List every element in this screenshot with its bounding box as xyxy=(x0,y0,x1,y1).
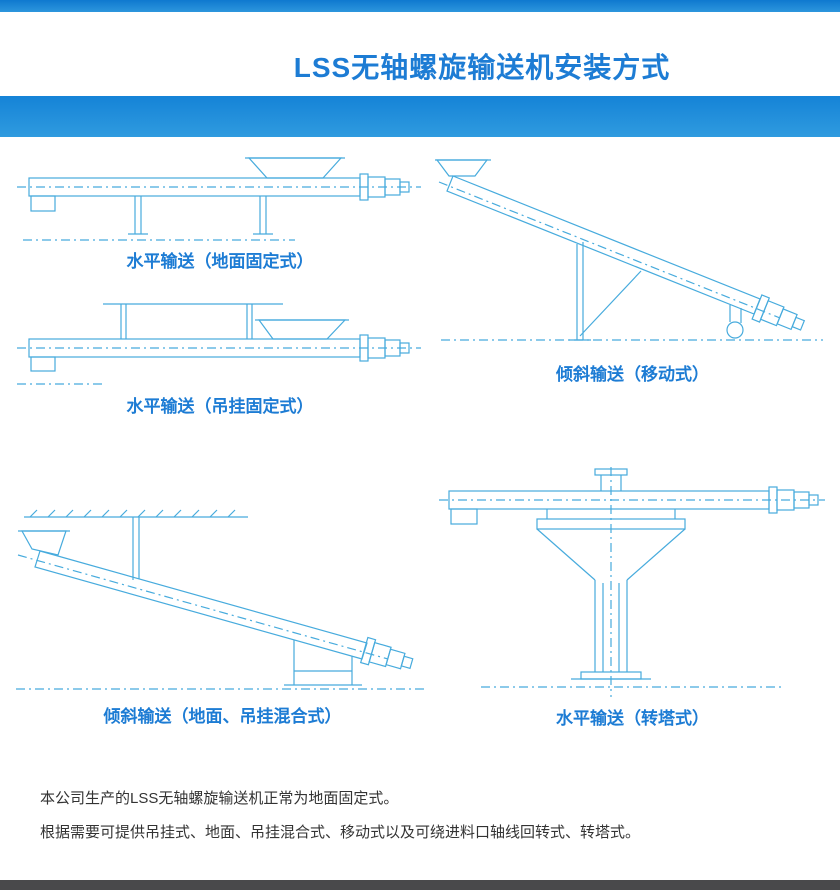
figure-caption: 水平输送（地面固定式） xyxy=(126,252,314,271)
footer-note-line2: 根据需要可提供吊挂式、地面、吊挂混合式、移动式以及可绕进料口轴线回转式、转塔式。 xyxy=(40,824,641,841)
diagram-horizontal-hanging-fixed xyxy=(17,303,421,385)
figure-inclined-ground-hanging-hybrid: 倾斜输送（地面、吊挂混合式） xyxy=(10,505,435,727)
figure-caption: 倾斜输送（移动式） xyxy=(556,365,709,384)
diagram-horizontal-ground-fixed xyxy=(17,157,421,241)
figure-inclined-mobile: 倾斜输送（移动式） xyxy=(435,158,830,385)
footer-notes: 本公司生产的LSS无轴螺旋输送机正常为地面固定式。 根据需要可提供吊挂式、地面、… xyxy=(40,782,640,850)
figure-horizontal-ground-fixed: 水平输送（地面固定式） xyxy=(15,150,425,272)
diagram-inclined-ground-hanging-hybrid xyxy=(16,509,426,690)
figure-caption: 倾斜输送（地面、吊挂混合式） xyxy=(103,707,342,726)
figure-caption: 水平输送（吊挂固定式） xyxy=(126,397,314,416)
bottom-bar xyxy=(0,880,840,890)
figure-horizontal-hanging-fixed: 水平输送（吊挂固定式） xyxy=(15,298,425,417)
diagram-horizontal-turret xyxy=(439,467,825,697)
top-accent-bar xyxy=(0,0,840,12)
page-title: LSS无轴螺旋输送机安装方式 xyxy=(293,52,671,83)
footer-note-line1: 本公司生产的LSS无轴螺旋输送机正常为地面固定式。 xyxy=(40,790,399,807)
figure-horizontal-turret: 水平输送（转塔式） xyxy=(435,465,830,729)
diagram-inclined-mobile xyxy=(435,159,823,341)
title-underline-band xyxy=(0,96,840,137)
figure-caption: 水平输送（转塔式） xyxy=(556,709,709,728)
